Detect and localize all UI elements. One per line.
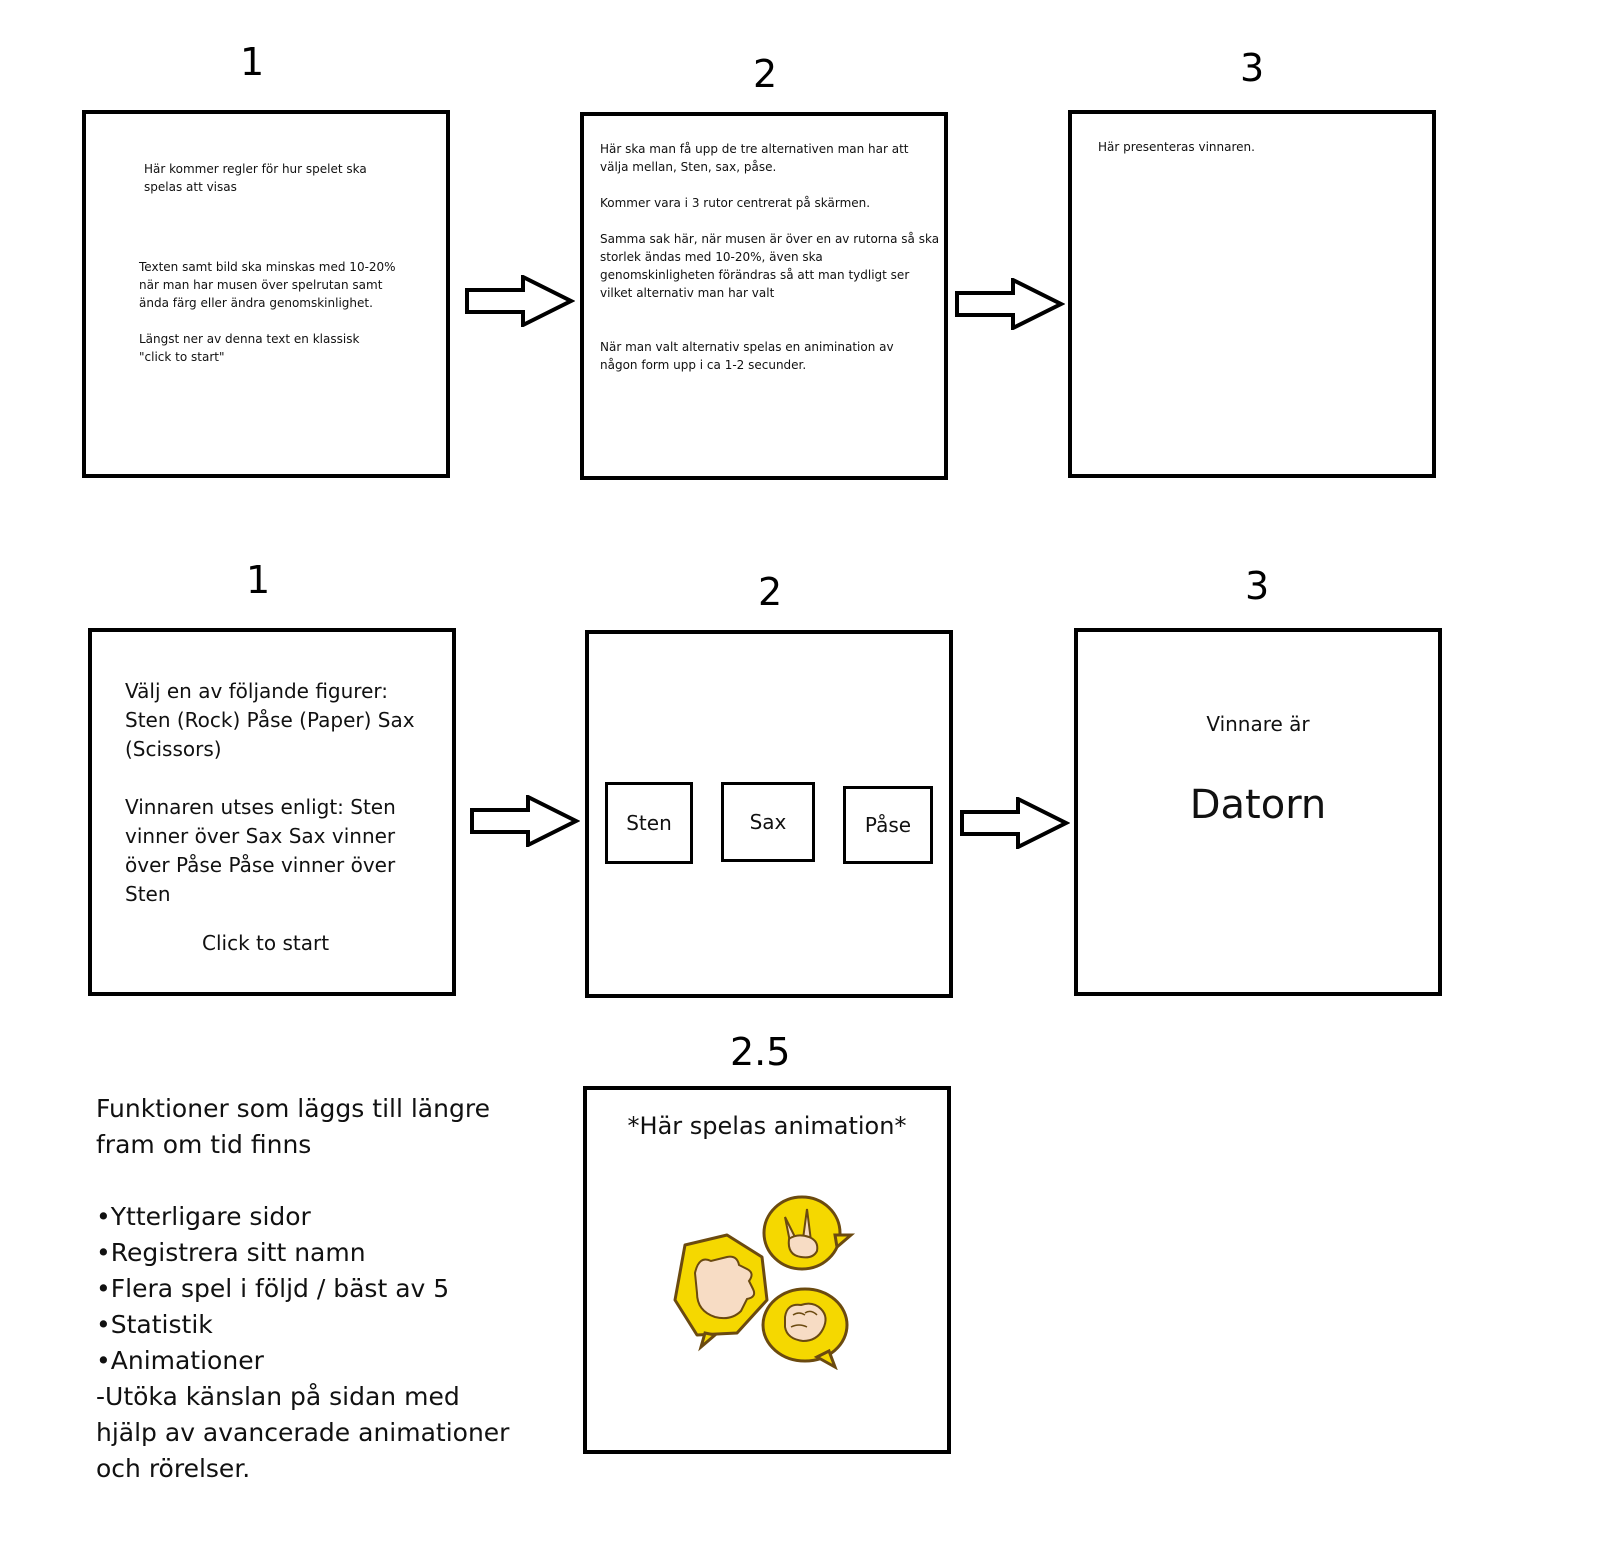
winner-screen: Vinnare är Datorn <box>1074 628 1442 996</box>
step-2-5-number: 2.5 <box>730 1030 791 1074</box>
paper-hand-icon <box>673 1233 769 1352</box>
rules-screen: Välj en av följande figurer: Sten (Rock)… <box>88 628 456 996</box>
rules-screen-wireframe: Här kommer regler för hur spelet ska spe… <box>82 110 450 478</box>
winner-description: Här presenteras vinnaren. <box>1098 140 1255 154</box>
step-1-number: 1 <box>246 558 271 602</box>
animation-title: *Här spelas animation* <box>627 1112 907 1140</box>
choice-sten-button[interactable]: Sten <box>605 782 693 864</box>
choices-description: Här ska man få upp de tre alternativen m… <box>600 142 940 372</box>
rock-hand-icon <box>761 1287 849 1370</box>
animation-screen: *Här spelas animation* <box>583 1086 951 1454</box>
arrow-right-icon <box>960 797 1070 849</box>
arrow-right-icon <box>955 278 1065 330</box>
choice-sax-button[interactable]: Sax <box>721 782 815 862</box>
choices-screen: Sten Sax Påse <box>585 630 953 998</box>
scissors-hand-icon <box>762 1195 856 1271</box>
step-3-number: 3 <box>1240 46 1265 90</box>
step-2-number: 2 <box>758 570 783 614</box>
arrow-right-icon <box>470 795 580 847</box>
winner-screen-wireframe: Här presenteras vinnaren. <box>1068 110 1436 478</box>
choices-screen-wireframe: Här ska man få upp de tre alternativen m… <box>580 112 948 480</box>
future-features-list: Funktioner som läggs till längre fram om… <box>96 1094 510 1483</box>
hover-description: Texten samt bild ska minskas med 10-20% … <box>139 260 396 364</box>
rules-description: Här kommer regler för hur spelet ska spe… <box>144 162 367 194</box>
choice-pase-button[interactable]: Påse <box>843 786 933 864</box>
rock-paper-scissors-icon <box>673 1195 856 1370</box>
step-2-number: 2 <box>753 52 778 96</box>
rules-text: Välj en av följande figurer: Sten (Rock)… <box>125 679 415 906</box>
arrow-right-icon <box>465 275 575 327</box>
winner-label: Vinnare är <box>1206 712 1310 736</box>
click-to-start-button[interactable]: Click to start <box>202 931 330 955</box>
winner-name: Datorn <box>1189 782 1327 828</box>
step-3-number: 3 <box>1245 564 1270 608</box>
step-1-number: 1 <box>240 40 265 84</box>
